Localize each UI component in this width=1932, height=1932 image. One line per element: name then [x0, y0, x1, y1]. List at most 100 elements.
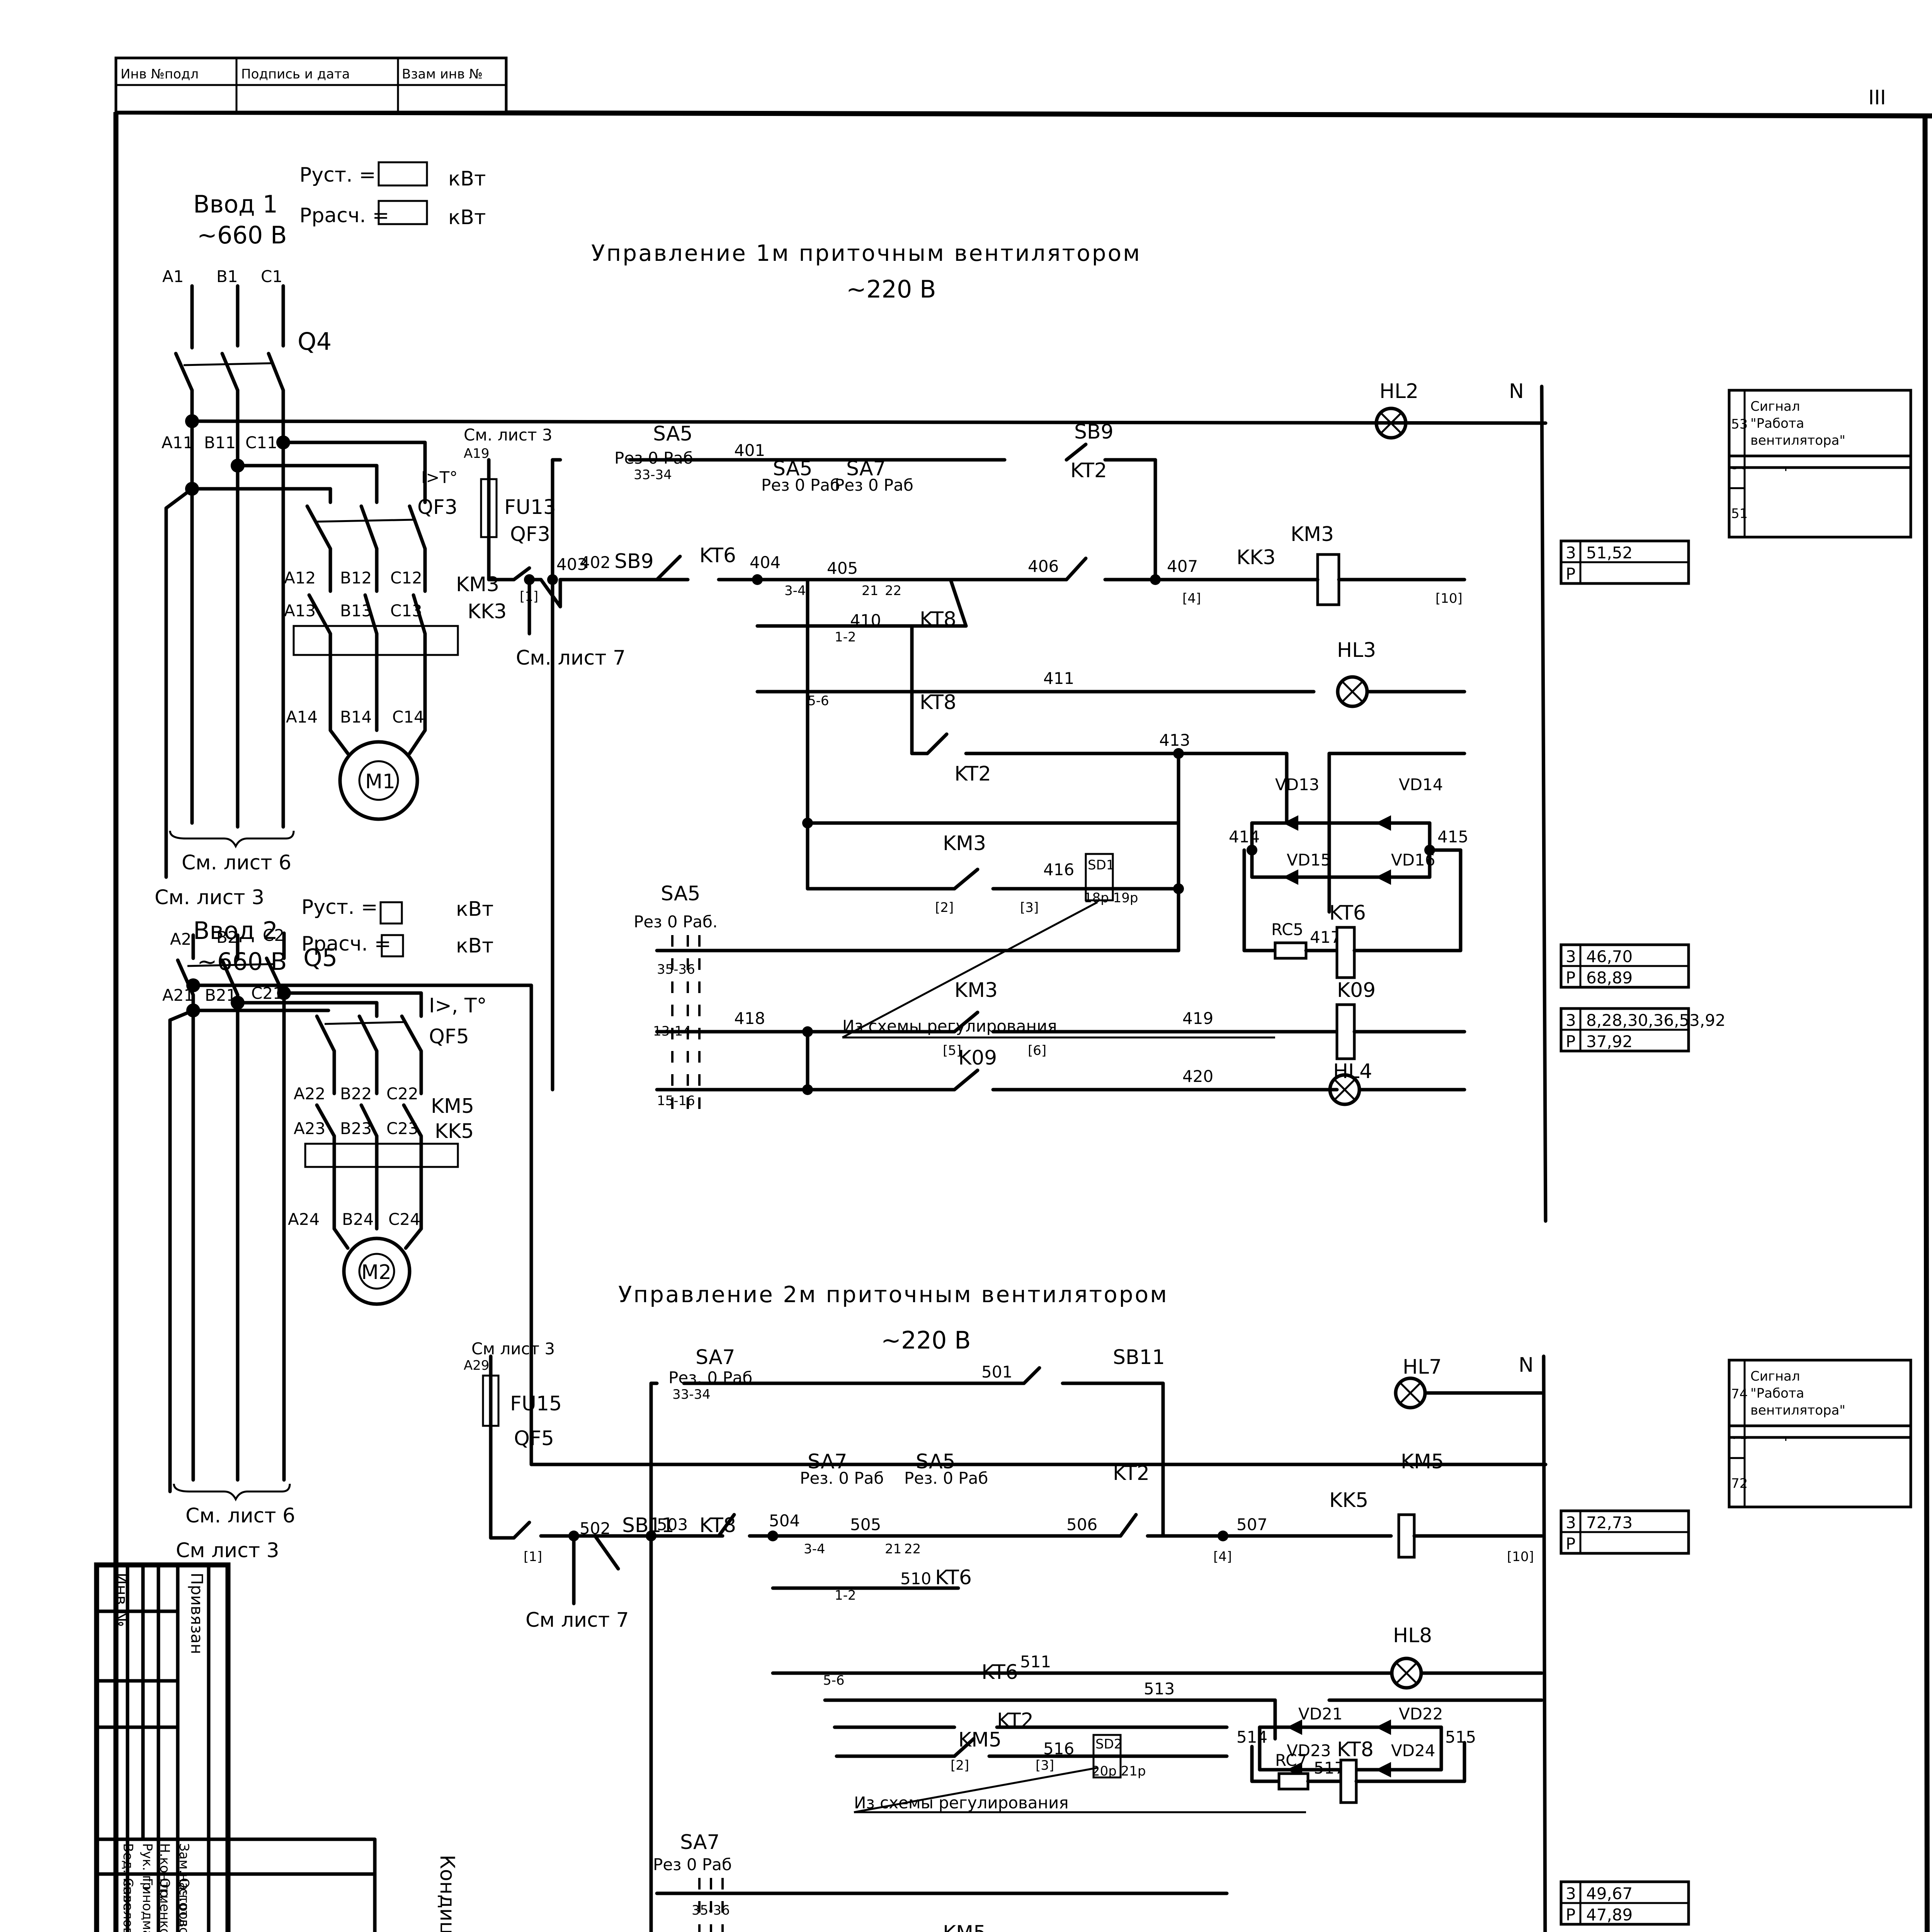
svg-text:B12: B12: [340, 568, 372, 587]
svg-text:B2: B2: [216, 928, 238, 947]
svg-text:K09: K09: [958, 1046, 997, 1070]
svg-text:Руст. =: Руст. =: [301, 896, 378, 919]
sheet-mark: III: [1868, 86, 1886, 109]
svg-text:A2: A2: [170, 930, 191, 949]
xref-break-contacts: 47,89: [1586, 1905, 1633, 1924]
svg-text:Рез 0 Раб: Рез 0 Раб: [835, 476, 913, 495]
svg-text:Рез. 0 Раб: Рез. 0 Раб: [800, 1469, 884, 1488]
svg-text:B13: B13: [340, 601, 372, 620]
svg-text:411: 411: [1043, 669, 1074, 688]
svg-text:KT2: KT2: [1070, 459, 1107, 482]
svg-text:419: 419: [1182, 1009, 1213, 1028]
svg-text:KT6: KT6: [981, 1661, 1018, 1684]
svg-text:SA5: SA5: [661, 882, 701, 905]
svg-text:Ввод 1: Ввод 1: [193, 190, 278, 218]
svg-text:33-34: 33-34: [634, 467, 672, 483]
svg-text:21: 21: [885, 1541, 901, 1557]
xref-make-contacts: 8,28,30,36,53,92: [1586, 1011, 1726, 1030]
xref-row-label: 3: [1566, 1513, 1576, 1532]
svg-text:HL8: HL8: [1393, 1624, 1432, 1647]
svg-text:N: N: [1519, 1354, 1534, 1377]
svg-text:KM3: KM3: [954, 979, 998, 1002]
svg-text:VD14: VD14: [1399, 775, 1443, 794]
svg-text:KK3: KK3: [468, 600, 507, 623]
header-cell-repl: Взам инв №: [402, 66, 483, 82]
svg-text:501: 501: [981, 1362, 1012, 1381]
svg-text:22: 22: [885, 583, 901, 599]
svg-text:I>, T°: I>, T°: [429, 994, 487, 1017]
svg-text:A22: A22: [294, 1084, 325, 1103]
svg-text:B11: B11: [204, 433, 236, 452]
svg-text:QF5: QF5: [429, 1025, 469, 1048]
svg-text:См лист 7: См лист 7: [526, 1609, 629, 1632]
svg-text:SB11: SB11: [1113, 1346, 1165, 1369]
xref-row-label: Р: [1566, 968, 1575, 987]
svg-text:A1: A1: [162, 267, 184, 286]
svg-text:3-4: 3-4: [804, 1541, 825, 1557]
svg-text:I>T°: I>T°: [421, 468, 457, 487]
role-name: Огиенко: [157, 1878, 172, 1932]
svg-text:RC7: RC7: [1275, 1751, 1307, 1770]
svg-text:33-34: 33-34: [672, 1387, 711, 1402]
svg-text:A12: A12: [284, 568, 316, 587]
role-name: Островский: [176, 1878, 192, 1932]
svg-text:510: 510: [900, 1569, 931, 1588]
svg-text:SA5: SA5: [773, 457, 813, 480]
svg-text:QF5: QF5: [514, 1427, 554, 1450]
svg-text:B14: B14: [340, 707, 372, 726]
svg-text:SA5: SA5: [916, 1450, 956, 1473]
svg-text:См. лист 7: См. лист 7: [516, 646, 626, 670]
svg-text:3-4: 3-4: [784, 583, 806, 599]
svg-text:VD21: VD21: [1298, 1704, 1343, 1723]
svg-text:Руст. =: Руст. =: [299, 163, 376, 187]
svg-text:420: 420: [1182, 1067, 1213, 1086]
svg-text:KK5: KK5: [435, 1120, 474, 1143]
role-name: Гинодман: [139, 1878, 155, 1932]
svg-text:403: 403: [556, 555, 587, 574]
svg-text:A29: A29: [464, 1358, 490, 1373]
svg-text:504: 504: [769, 1511, 800, 1530]
svg-text:Ррасч. =: Ррасч. =: [301, 932, 391, 956]
role-label: Н.контр.: [157, 1843, 172, 1902]
svg-text:415: 415: [1437, 827, 1468, 846]
svg-text:[4]: [4]: [1182, 591, 1201, 606]
svg-text:KM5: KM5: [1401, 1450, 1444, 1473]
svg-text:515: 515: [1445, 1728, 1476, 1747]
svg-text:406: 406: [1028, 557, 1059, 576]
motor-m1-icon: [338, 740, 419, 821]
svg-text:VD15: VD15: [1287, 850, 1331, 869]
svg-text:VD22: VD22: [1399, 1704, 1443, 1723]
svg-text:C13: C13: [390, 601, 422, 620]
svg-text:B22: B22: [340, 1084, 372, 1103]
svg-text:KT8: KT8: [1337, 1738, 1374, 1761]
svg-text:KM3: KM3: [943, 832, 986, 855]
svg-text:K09: K09: [1337, 979, 1376, 1002]
svg-text:кВт: кВт: [448, 167, 486, 190]
svg-text:FU15: FU15: [510, 1392, 562, 1415]
svg-text:Из схемы регулирования: Из схемы регулирования: [854, 1793, 1069, 1812]
svg-text:407: 407: [1167, 557, 1198, 576]
svg-text:VD13: VD13: [1275, 775, 1320, 794]
svg-text:HL2: HL2: [1379, 380, 1418, 403]
svg-text:SD1: SD1: [1088, 857, 1114, 873]
svg-text:KM3: KM3: [1291, 523, 1334, 546]
svg-text:кВт: кВт: [456, 934, 493, 957]
svg-text:RC5: RC5: [1271, 920, 1303, 939]
svg-text:C11: C11: [245, 433, 277, 452]
svg-text:SA5: SA5: [653, 422, 693, 446]
svg-text:HL3: HL3: [1337, 639, 1376, 662]
svg-text:506: 506: [1066, 1515, 1097, 1534]
svg-text:SA7: SA7: [696, 1346, 735, 1369]
svg-text:B1: B1: [216, 267, 238, 286]
svg-text:414: 414: [1229, 827, 1260, 846]
svg-text:404: 404: [750, 553, 781, 572]
svg-text:См. лист 6: См. лист 6: [185, 1504, 295, 1527]
svg-text:SD2: SD2: [1095, 1736, 1122, 1752]
svg-text:5-6: 5-6: [808, 693, 829, 709]
